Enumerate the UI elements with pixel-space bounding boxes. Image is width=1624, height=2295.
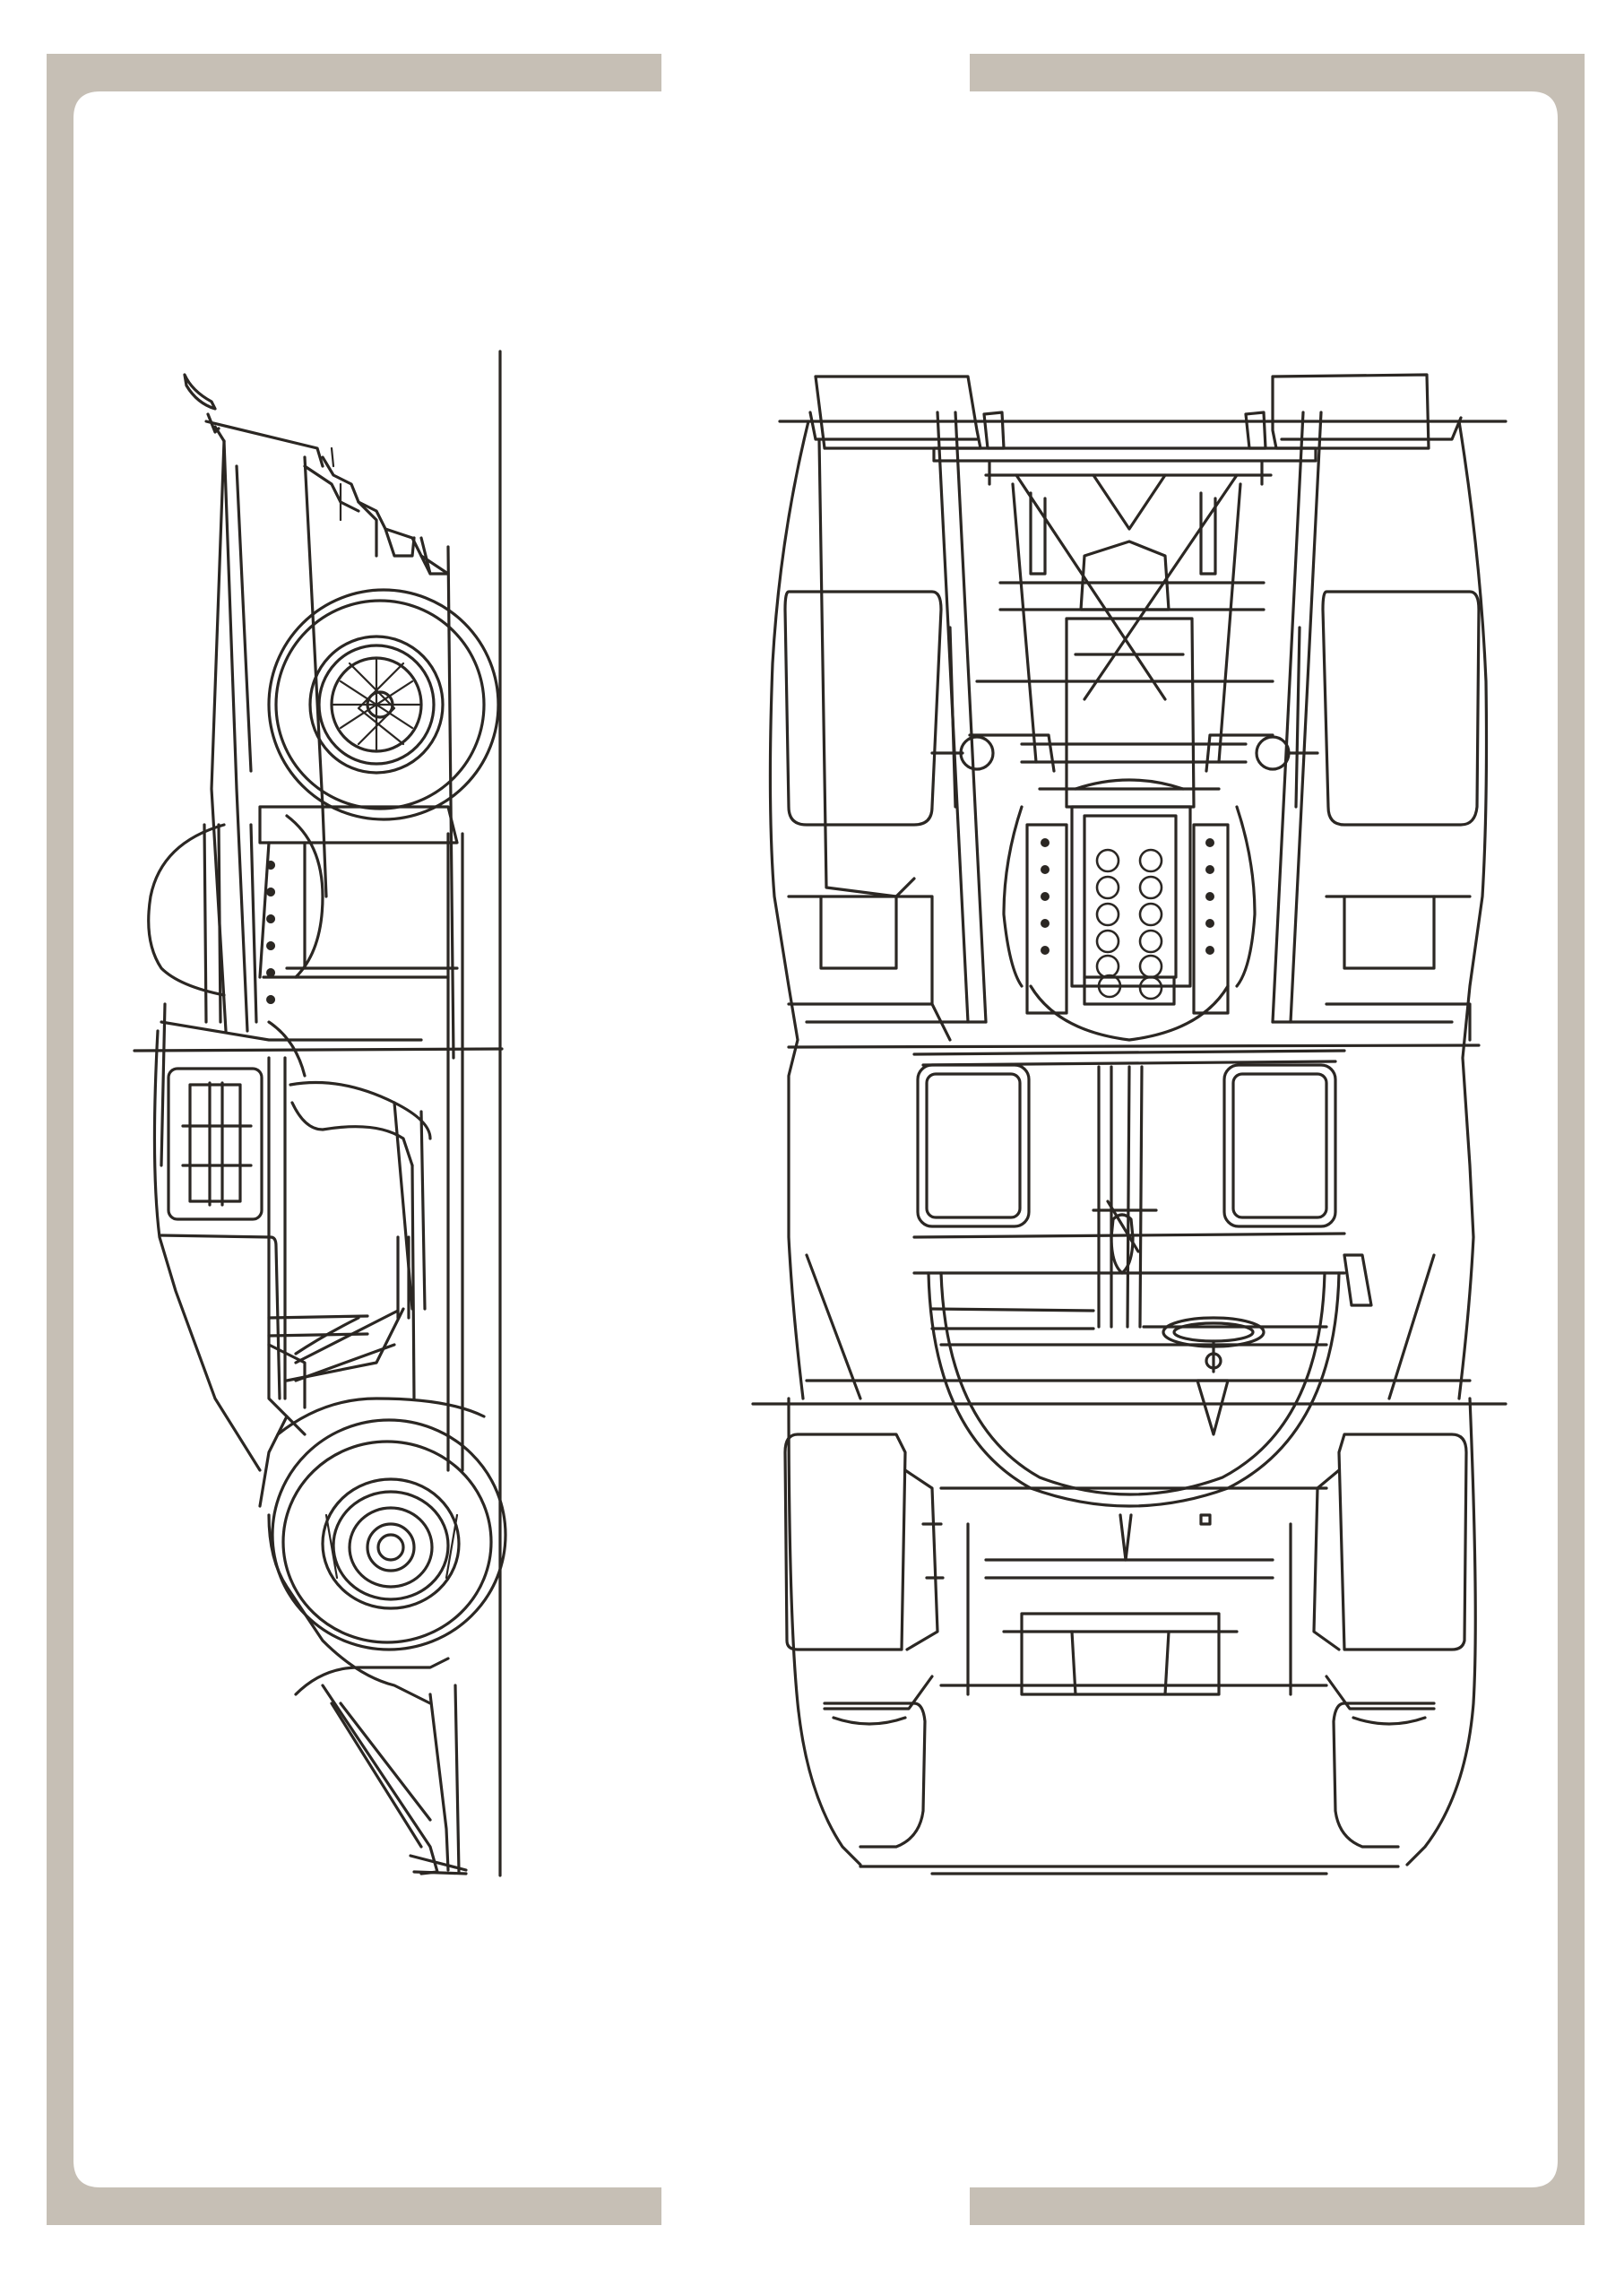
body-sides	[133, 832, 504, 1472]
front-nose	[267, 1513, 468, 1875]
engine-cover	[249, 805, 459, 1024]
rear-left-tire	[783, 375, 982, 898]
front-wheel	[271, 1418, 507, 1651]
front-left-tire	[783, 1433, 945, 1651]
rear-cowl	[147, 823, 226, 997]
rear-wheel	[267, 588, 500, 821]
front-nose-top	[927, 1271, 1341, 1696]
cockpit-top	[912, 1063, 1346, 1347]
side-pods	[787, 895, 1472, 1042]
side-view	[133, 350, 507, 1877]
firewall	[787, 1044, 1481, 1049]
front-body-edges	[787, 1253, 1477, 1875]
engine-block	[1002, 778, 1257, 1042]
steering-wheel	[1162, 1316, 1266, 1436]
front-fender	[276, 1397, 486, 1436]
side-intake	[167, 1067, 263, 1221]
frame-right	[970, 54, 1585, 2225]
frame-left	[47, 54, 661, 2225]
cockpit	[160, 1234, 410, 1409]
body-outline	[751, 411, 1507, 1406]
rear-frame	[930, 411, 1319, 809]
front-right-tire	[1312, 1433, 1468, 1651]
top-view	[751, 373, 1507, 1875]
